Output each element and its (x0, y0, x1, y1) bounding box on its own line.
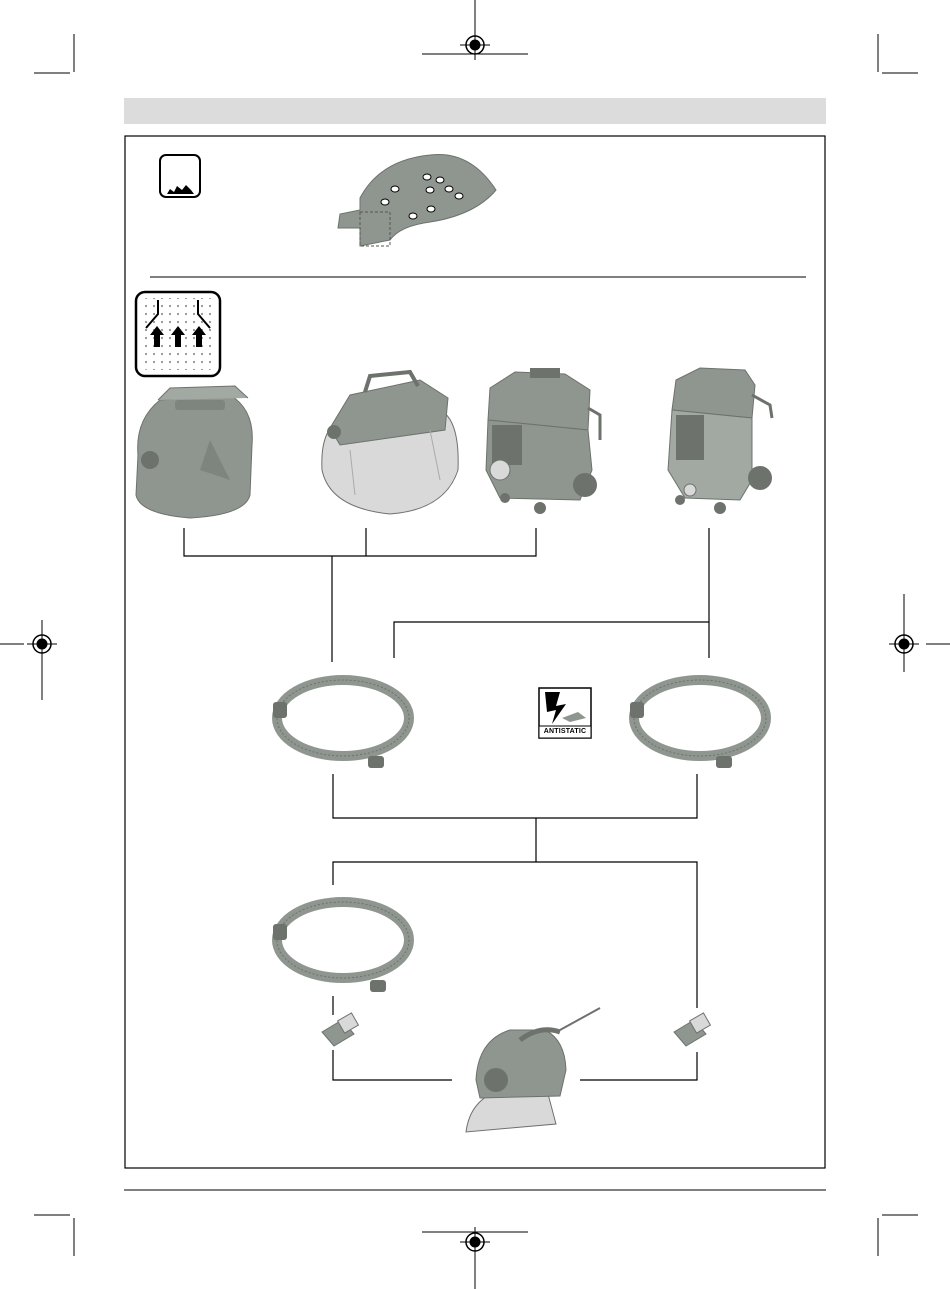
small-wet-dry-vacuum (136, 386, 252, 518)
registration-mark-icon (27, 30, 919, 1257)
dust-container-icon (160, 155, 200, 197)
wet-dry-vacuum-cleaner-1 (486, 368, 600, 514)
antistatic-label: ANTISTATIC (539, 727, 591, 737)
extraction-hose-short (273, 902, 409, 992)
antistatic-extraction-hose (630, 680, 766, 768)
sanding-sheet-illustration (338, 154, 496, 246)
extraction-hose (273, 680, 409, 768)
header-bar (124, 98, 826, 124)
figure-frame (125, 136, 825, 1168)
connector-lines (184, 528, 709, 1080)
adapter-right (674, 1013, 710, 1046)
wet-dry-vacuum-cleaner-2 (668, 368, 772, 514)
detail-sander (466, 1008, 600, 1132)
compact-vacuum-cleaner (322, 372, 458, 514)
dust-extraction-icon (136, 292, 220, 376)
adapter-left (322, 1013, 358, 1046)
